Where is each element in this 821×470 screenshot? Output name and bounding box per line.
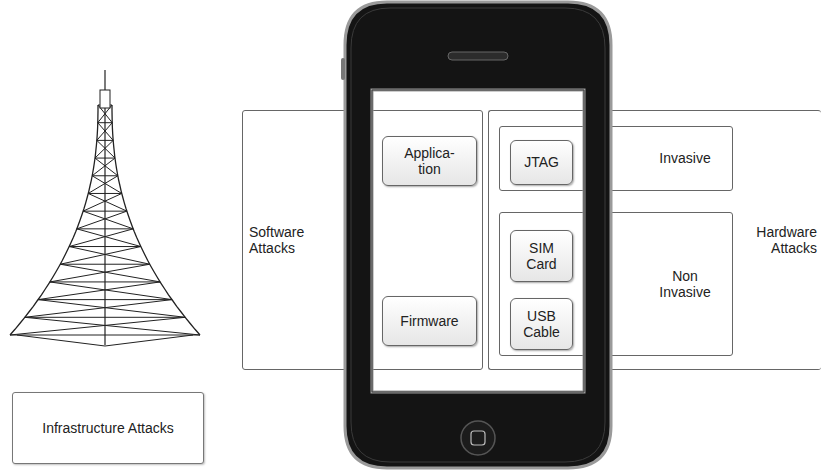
phone-inner-rim (351, 8, 605, 462)
category-label: Invasive (652, 150, 718, 166)
tower-brace (60, 264, 160, 282)
tower-brace (50, 282, 172, 300)
tower-brace (92, 158, 115, 176)
component-label: Applica- tion (395, 145, 465, 177)
tower-leg (112, 105, 200, 335)
tower-brace (77, 211, 127, 229)
tower-brace (95, 158, 118, 176)
tower-brace (92, 176, 122, 194)
tower-foot (105, 335, 193, 346)
component-box: JTAG (510, 140, 573, 185)
phone-home-button (461, 421, 495, 455)
component-box: Applica- tion (382, 136, 477, 186)
tower-brace (83, 211, 133, 229)
phone-speaker (448, 52, 508, 60)
tower-leg (10, 105, 98, 335)
tower-foot (17, 335, 105, 346)
tower-brace (10, 317, 185, 335)
tower-brace (38, 300, 185, 318)
tower-brace (69, 229, 133, 247)
category-label: Software Attacks (249, 224, 329, 256)
attack-region: Non Invasive SIM CardUSB Cable (499, 212, 733, 356)
tower-brace (50, 264, 150, 282)
component-label: USB Cable (517, 308, 567, 340)
tower-brace (38, 282, 160, 300)
tower-brace (88, 176, 118, 194)
component-box: SIM Card (510, 230, 573, 282)
home-button-icon (471, 431, 485, 445)
tower-antenna (100, 90, 110, 108)
phone-bezel (345, 2, 611, 468)
tower-mast (104, 70, 105, 345)
component-label: JTAG (516, 154, 568, 170)
tower-brace (97, 140, 115, 158)
attack-region: Hardware Attacks Invasive JTAG Non Invasive… (488, 110, 821, 370)
category-label: Hardware Attacks (741, 224, 817, 256)
tower-brace (77, 229, 141, 247)
tower-brace (25, 317, 200, 335)
category-box: Infrastructure Attacks (12, 392, 204, 464)
tower-brace (83, 193, 122, 211)
tower-brace (69, 247, 150, 265)
category-label: Infrastructure Attacks (28, 420, 188, 436)
component-label: Firmware (390, 313, 470, 329)
tower-brace (60, 247, 141, 265)
component-box: Firmware (382, 296, 477, 346)
tower-brace (25, 300, 172, 318)
category-label: Non Invasive (652, 268, 718, 300)
component-label: SIM Card (517, 240, 567, 272)
tower-brace (95, 140, 113, 158)
attack-region: Invasive JTAG (499, 126, 733, 191)
phone-side-button (341, 58, 345, 80)
tower-brace (88, 193, 127, 211)
component-box: USB Cable (510, 298, 573, 350)
